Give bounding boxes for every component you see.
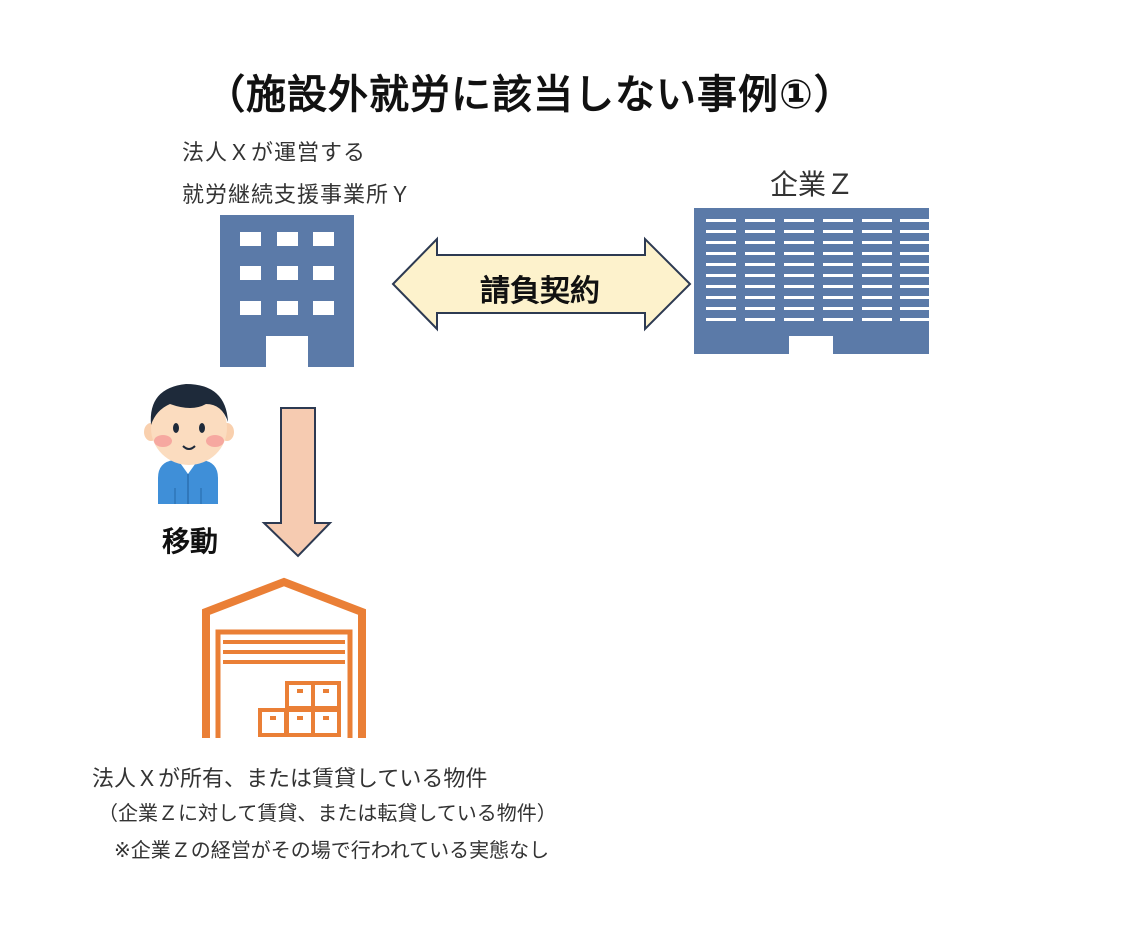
company-window-stripe	[823, 252, 853, 255]
company-window-stripe	[745, 252, 775, 255]
company-window-stripe	[900, 318, 930, 321]
company-window-stripe	[745, 318, 775, 321]
contract-double-arrow	[391, 236, 692, 332]
company-window-stripe	[784, 274, 814, 277]
company-window-stripe	[784, 219, 814, 222]
company-window-stripe	[823, 241, 853, 244]
property-note: ※企業Ｚの経営がその場で行われている実態なし	[114, 838, 550, 862]
company-window-stripe	[900, 296, 930, 299]
company-window-stripe	[823, 263, 853, 266]
company-window-stripe	[784, 263, 814, 266]
company-window-stripe	[784, 285, 814, 288]
company-window-stripe	[745, 241, 775, 244]
company-window-stripe	[784, 296, 814, 299]
property-line1: 法人Ｘが所有、または賃貸している物件	[92, 767, 488, 792]
company-window-stripe	[784, 230, 814, 233]
company-window-stripe	[823, 307, 853, 310]
worker-person-icon	[144, 384, 234, 504]
company-window-stripe	[706, 241, 736, 244]
company-window-stripe	[706, 318, 736, 321]
company-window-stripe	[784, 241, 814, 244]
company-window-stripe	[862, 274, 892, 277]
company-window-stripe	[900, 241, 930, 244]
company-window-stripe	[745, 307, 775, 310]
company-window-stripe	[706, 230, 736, 233]
company-window-stripe	[706, 296, 736, 299]
movement-label: 移動	[162, 525, 219, 558]
office-building-icon	[220, 215, 354, 367]
company-window-stripe	[862, 318, 892, 321]
company-window-stripe	[823, 318, 853, 321]
company-window-stripe	[900, 252, 930, 255]
company-window-stripe	[862, 252, 892, 255]
company-window-stripe	[862, 219, 892, 222]
company-window-stripe	[706, 252, 736, 255]
company-building-icon	[694, 208, 930, 354]
company-window-stripe	[784, 318, 814, 321]
company-window-stripe	[862, 296, 892, 299]
company-window-stripe	[784, 307, 814, 310]
company-window-stripe	[745, 263, 775, 266]
company-window-stripe	[862, 230, 892, 233]
company-window-stripe	[823, 230, 853, 233]
office-label-line1: 法人Ｘが運営する	[182, 141, 367, 166]
company-window-stripe	[862, 307, 892, 310]
company-window-stripe	[862, 241, 892, 244]
company-window-stripe	[823, 285, 853, 288]
company-window-stripe	[784, 252, 814, 255]
contract-label: 請負契約	[480, 274, 600, 309]
company-window-stripe	[900, 263, 930, 266]
company-window-stripe	[900, 274, 930, 277]
property-line2: （企業Ｚに対して賃貸、または転貸している物件）	[98, 801, 557, 825]
company-window-stripe	[900, 230, 930, 233]
company-window-stripe	[900, 285, 930, 288]
company-window-stripe	[745, 230, 775, 233]
company-window-stripe	[745, 296, 775, 299]
company-window-stripe	[862, 285, 892, 288]
company-window-stripe	[823, 219, 853, 222]
company-window-stripe	[706, 285, 736, 288]
company-window-stripe	[706, 307, 736, 310]
page-title: （施設外就労に該当しない事例①）	[205, 72, 855, 118]
company-window-stripe	[862, 263, 892, 266]
movement-down-arrow	[261, 407, 333, 558]
company-window-stripe	[745, 219, 775, 222]
warehouse-icon	[202, 577, 366, 738]
company-window-stripe	[706, 219, 736, 222]
office-label-line2: 就労継続支援事業所Ｙ	[182, 183, 413, 208]
company-window-stripe	[823, 296, 853, 299]
company-label: 企業Ｚ	[770, 168, 855, 201]
company-window-stripe	[745, 285, 775, 288]
company-window-stripe	[900, 307, 930, 310]
company-window-stripe	[900, 219, 930, 222]
company-window-stripe	[745, 274, 775, 277]
company-window-stripe	[823, 274, 853, 277]
company-window-stripe	[706, 274, 736, 277]
company-window-stripe	[706, 263, 736, 266]
